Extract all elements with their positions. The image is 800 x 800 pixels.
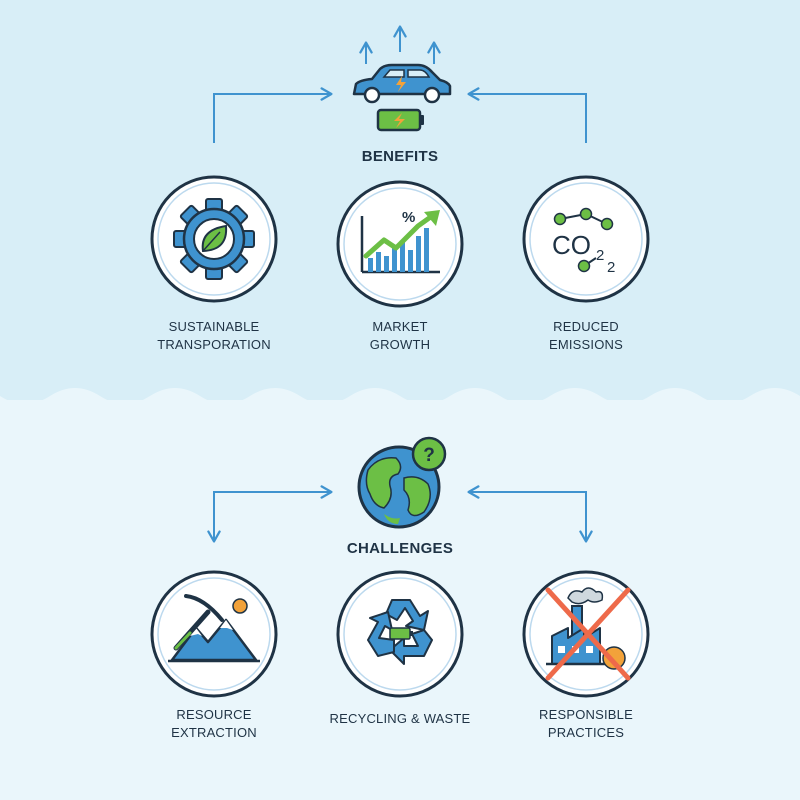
- co2-molecule-icon: CO 2 2: [552, 207, 615, 276]
- challenges-connectors: [207, 485, 593, 543]
- small-battery-icon: [389, 627, 411, 640]
- battery-icon: [376, 108, 424, 132]
- connector-right-bottom: [467, 485, 593, 543]
- recycling-waste-circle: [336, 570, 464, 698]
- sustainable-transport-circle: [150, 175, 278, 303]
- label-recycling-waste: RECYCLING & WASTE: [329, 711, 471, 726]
- challenges-title: CHALLENGES: [346, 540, 454, 557]
- resource-extraction-circle: [150, 570, 278, 698]
- reduced-emissions-circle: CO 2 2: [522, 175, 650, 303]
- wave-divider: [0, 388, 800, 420]
- market-growth-circle: %: [336, 180, 464, 308]
- benefits-connectors: [213, 25, 587, 143]
- connector-left-top: [213, 87, 333, 143]
- electric-car-icon: [352, 63, 452, 104]
- benefits-title: BENEFITS: [361, 148, 439, 165]
- connector-left-bottom: [207, 485, 333, 543]
- globe-question-icon: ?: [357, 436, 447, 529]
- percent-symbol: %: [402, 209, 415, 226]
- responsible-practices-circle: [522, 570, 650, 698]
- co2-subscript-a: 2: [596, 247, 604, 264]
- crossed-factory-icon: [545, 587, 631, 681]
- globe-question-mark: ?: [423, 445, 435, 466]
- co2-formula: CO: [552, 230, 591, 260]
- co2-subscript-b: 2: [607, 259, 615, 276]
- pickaxe-mountain-icon: [168, 594, 260, 663]
- growth-chart-icon: %: [360, 209, 440, 274]
- connector-right-top: [467, 87, 587, 143]
- recycle-battery-icon: [367, 599, 433, 665]
- gear-leaf-icon: [173, 198, 255, 280]
